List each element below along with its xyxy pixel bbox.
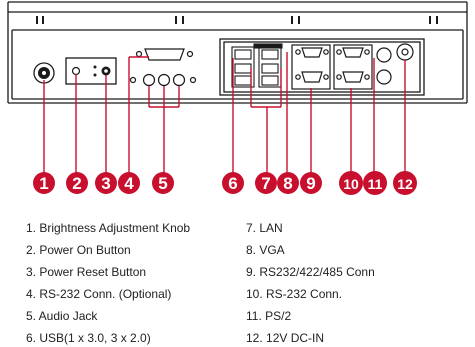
legend-item-11: 11. PS/2 (246, 309, 292, 323)
dc-in-jack (396, 43, 414, 61)
callout-4: 4 (118, 172, 140, 194)
callout-7: 7 (255, 172, 277, 194)
callout-9: 9 (300, 172, 322, 194)
svg-text:2: 2 (72, 174, 81, 193)
svg-text:7: 7 (261, 174, 270, 193)
legend-item-3: 3. Power Reset Button (26, 265, 147, 279)
power-on-button (71, 66, 81, 76)
svg-text:12: 12 (397, 176, 413, 192)
legend-item-6: 6. USB(1 x 3.0, 3 x 2.0) (26, 331, 151, 345)
svg-text:9: 9 (306, 174, 315, 193)
vent-slots (36, 16, 438, 24)
power-button-group (65, 57, 117, 85)
svg-text:6: 6 (228, 174, 237, 193)
callout-1: 1 (33, 172, 55, 194)
led-dot (93, 65, 97, 69)
svg-text:4: 4 (124, 174, 134, 193)
callout-11: 11 (363, 171, 387, 195)
audio-jacks (129, 73, 197, 87)
rear-panel (7, 12, 468, 104)
ps2-ports (376, 47, 392, 85)
legend-item-9: 9. RS232/422/485 Conn (246, 265, 375, 279)
svg-text:8: 8 (283, 174, 292, 193)
svg-text:11: 11 (368, 176, 383, 192)
legend-item-8: 8. VGA (246, 243, 285, 257)
svg-text:10: 10 (343, 176, 359, 192)
svg-text:1: 1 (39, 174, 48, 193)
callout-8: 8 (277, 172, 299, 194)
legend-item-10: 10. RS-232 Conn. (246, 287, 343, 301)
top-bezel (7, 1, 468, 13)
legend-item-12: 12. 12V DC-IN (246, 331, 325, 345)
callouts: 1 2 3 4 5 6 7 8 9 10 11 12 (33, 171, 417, 195)
legend-item-4: 4. RS-232 Conn. (Optional) (26, 287, 172, 301)
callout-2: 2 (66, 172, 88, 194)
legend-item-7: 7. LAN (246, 221, 283, 235)
callout-12: 12 (393, 171, 417, 195)
svg-text:3: 3 (101, 174, 110, 193)
legend-item-1: 1. Brightness Adjustment Knob (26, 221, 191, 235)
callout-5: 5 (152, 172, 174, 194)
svg-text:5: 5 (158, 174, 167, 193)
rs232-optional-connector (135, 48, 194, 61)
usb-lan-ports (231, 43, 283, 88)
legend-item-5: 5. Audio Jack (26, 309, 98, 323)
callout-6: 6 (222, 172, 244, 194)
legend-item-2: 2. Power On Button (26, 243, 131, 257)
leader-lines (43, 52, 406, 173)
callout-3: 3 (95, 172, 117, 194)
dsub-connectors (291, 44, 373, 90)
led-dot-2 (93, 73, 97, 77)
io-block (219, 38, 425, 96)
callout-10: 10 (339, 171, 363, 195)
